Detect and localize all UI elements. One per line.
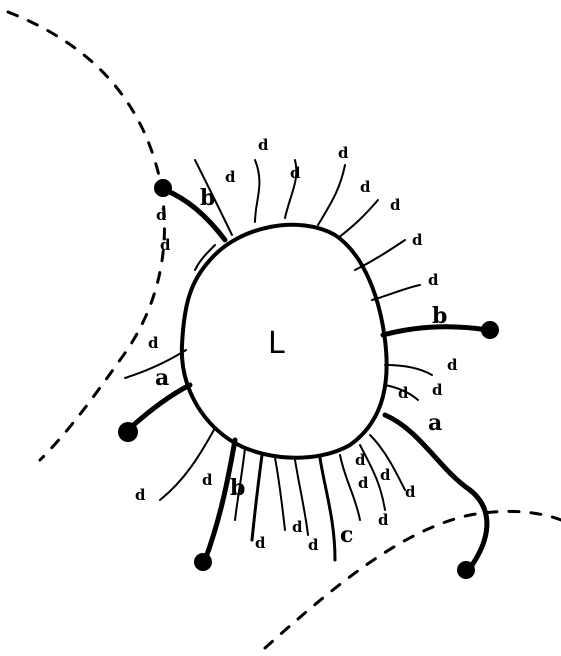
- label-d-5: d: [360, 178, 371, 196]
- label-d-18: d: [292, 518, 303, 536]
- label-d-3: d: [290, 164, 301, 182]
- label-d-4: d: [338, 144, 349, 162]
- label-d-21: d: [380, 466, 391, 484]
- label-d-8: d: [428, 271, 439, 289]
- thin-process-6: [355, 240, 405, 270]
- process-end-dot-left: [118, 422, 138, 442]
- thin-process-14: [275, 458, 285, 530]
- label-d-12: d: [447, 356, 458, 374]
- label-d-6: d: [390, 196, 401, 214]
- label-d-14: d: [432, 381, 443, 399]
- label-d-17: d: [255, 534, 266, 552]
- label-b-right: b: [432, 303, 447, 329]
- label-d-2: d: [258, 136, 269, 154]
- process-left: [128, 385, 190, 430]
- label-c: c: [340, 522, 353, 548]
- label-d-22: d: [405, 483, 416, 501]
- label-d-11: d: [148, 334, 159, 352]
- label-d-1: d: [225, 168, 236, 186]
- upper-left-dashed-boundary: [8, 12, 164, 460]
- process-bottom-b: [252, 455, 262, 540]
- process-end-dot-lower-right: [457, 561, 475, 579]
- process-end-dot-bottom-left: [194, 553, 212, 571]
- process-end-dot-right: [481, 321, 499, 339]
- label-d-24: d: [358, 474, 369, 492]
- label-d-23: d: [378, 511, 389, 529]
- process-upper-left: [165, 190, 225, 240]
- thin-process-12: [160, 428, 215, 500]
- label-a-right: a: [428, 410, 442, 436]
- label-d-19: d: [308, 536, 319, 554]
- label-d-7: d: [412, 231, 423, 249]
- process-c: [320, 458, 335, 560]
- label-d-9: d: [156, 206, 167, 224]
- label-a-left: a: [155, 365, 169, 391]
- thin-process-8: [385, 365, 432, 375]
- thin-process-7: [372, 285, 420, 300]
- label-d-16: d: [135, 486, 146, 504]
- label-b-bottom: b: [230, 475, 245, 501]
- thin-process-5: [338, 200, 378, 238]
- process-end-dot-upper-left: [154, 179, 172, 197]
- label-d-20: d: [355, 451, 366, 469]
- cell-body-label: L: [268, 326, 285, 361]
- label-b-upper: b: [200, 185, 215, 211]
- label-d-10: d: [160, 236, 171, 254]
- thin-process-4: [318, 165, 345, 225]
- lower-right-dashed-boundary: [265, 511, 561, 648]
- thin-process-2: [255, 160, 259, 222]
- label-d-15: d: [202, 471, 213, 489]
- process-lower-right: [385, 415, 487, 568]
- label-d-13: d: [398, 384, 409, 402]
